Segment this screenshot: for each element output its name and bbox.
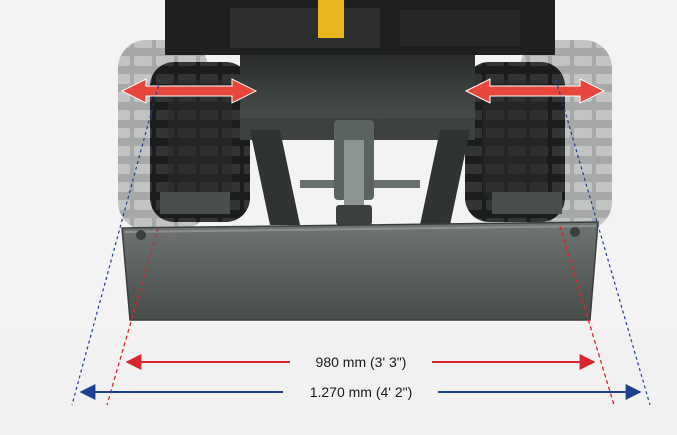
width-adjust-arrow-right (464, 78, 606, 104)
dimension-inner: 980 mm (3' 3") (125, 354, 596, 370)
dimension-outer-label: 1.270 mm (4' 2") (310, 384, 413, 400)
adjust-arrow-right (464, 78, 606, 104)
adjust-arrow-left (120, 78, 258, 104)
width-adjust-arrow-left (120, 78, 258, 104)
track-left (150, 62, 250, 222)
blade-support-right (492, 192, 562, 214)
center-frame (240, 55, 475, 225)
dozer-blade (121, 221, 599, 321)
blade-cylinder (334, 120, 374, 225)
extension-lines-inner (106, 225, 615, 406)
dimension-inner-label: 980 mm (3' 3") (316, 354, 407, 370)
machine-upper-body (165, 0, 555, 55)
blade-support-left (160, 192, 230, 214)
dimension-outer: 1.270 mm (4' 2") (79, 384, 642, 400)
extension-lines-outer (71, 79, 651, 406)
